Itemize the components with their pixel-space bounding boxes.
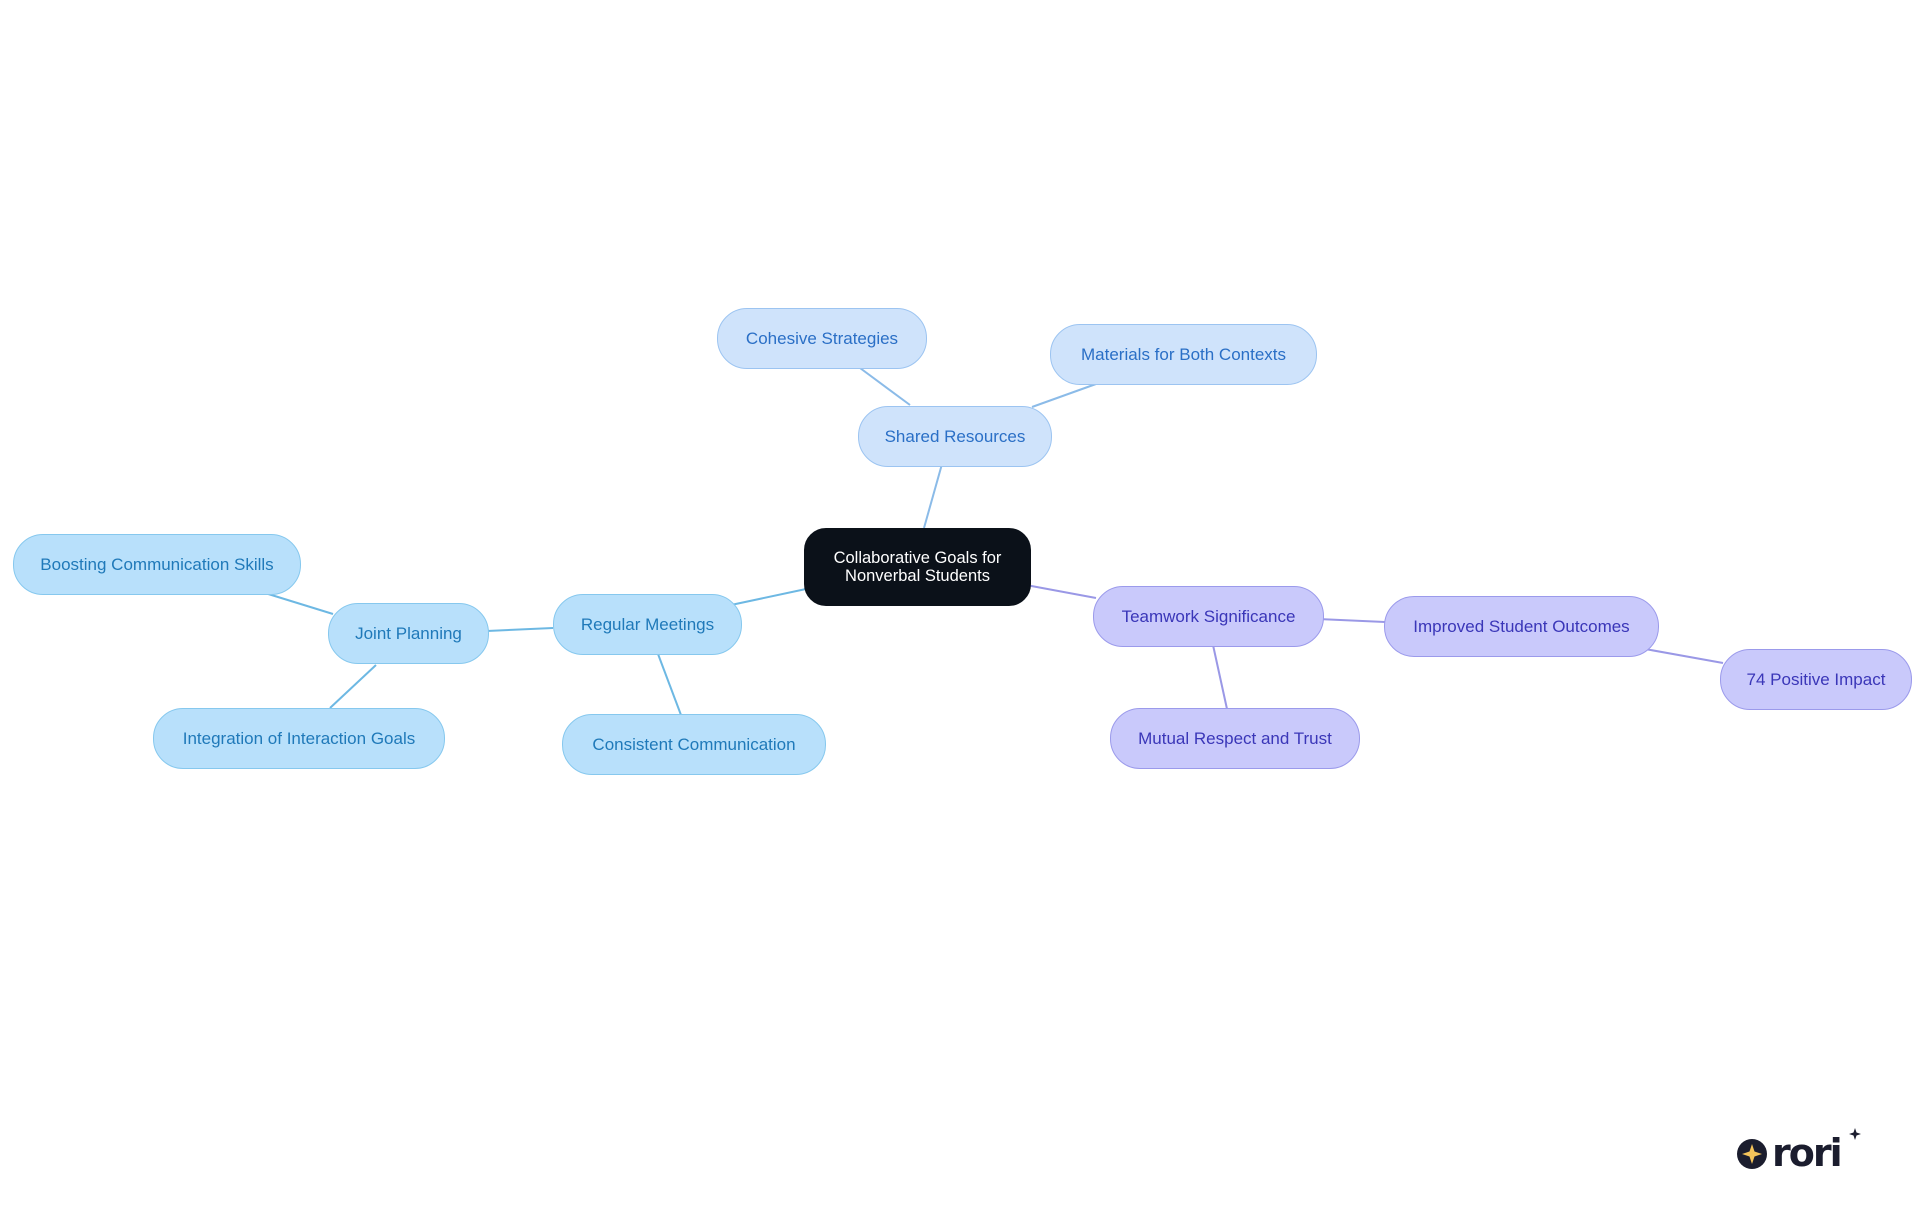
node-mutual-respect-label: Mutual Respect and Trust bbox=[1138, 728, 1332, 748]
node-consistent-communication-label: Consistent Communication bbox=[592, 734, 796, 754]
node-mutual-respect[interactable]: Mutual Respect and Trust bbox=[1110, 708, 1360, 769]
node-boosting-communication[interactable]: Boosting Communication Skills bbox=[13, 534, 301, 595]
node-teamwork-significance[interactable]: Teamwork Significance bbox=[1093, 586, 1324, 647]
node-materials-both-contexts[interactable]: Materials for Both Contexts bbox=[1050, 324, 1317, 385]
edge-shared-resources-materials bbox=[1031, 383, 1097, 408]
node-boosting-communication-label: Boosting Communication Skills bbox=[40, 554, 274, 574]
edge-joint-planning-boosting bbox=[264, 592, 334, 615]
root-node[interactable]: Collaborative Goals for Nonverbal Studen… bbox=[804, 528, 1031, 606]
edge-improved-outcomes-positive-impact bbox=[1644, 648, 1724, 664]
node-teamwork-significance-label: Teamwork Significance bbox=[1121, 606, 1296, 626]
node-cohesive-strategies-label: Cohesive Strategies bbox=[745, 328, 899, 348]
node-positive-impact-label: 74 Positive Impact bbox=[1746, 669, 1886, 689]
edge-root-shared-resources bbox=[923, 463, 943, 529]
node-shared-resources-label: Shared Resources bbox=[884, 426, 1026, 446]
edge-root-regular-meetings bbox=[730, 588, 807, 606]
rori-logo: rori bbox=[1736, 1128, 1861, 1175]
node-regular-meetings[interactable]: Regular Meetings bbox=[553, 594, 742, 655]
node-consistent-communication[interactable]: Consistent Communication bbox=[562, 714, 826, 775]
edge-regular-meetings-joint-planning bbox=[486, 627, 554, 632]
node-regular-meetings-label: Regular Meetings bbox=[580, 614, 715, 634]
node-improved-outcomes-label: Improved Student Outcomes bbox=[1413, 616, 1630, 636]
edge-shared-resources-cohesive-strategies bbox=[859, 367, 911, 406]
small-star-icon bbox=[1849, 1128, 1861, 1140]
edge-joint-planning-integration bbox=[329, 664, 377, 709]
edge-root-teamwork bbox=[1025, 584, 1097, 599]
node-integration-interaction[interactable]: Integration of Interaction Goals bbox=[153, 708, 445, 769]
edge-regular-meetings-consistent bbox=[657, 653, 682, 716]
node-joint-planning-label: Joint Planning bbox=[355, 623, 462, 643]
edge-teamwork-improved-outcomes bbox=[1317, 618, 1386, 623]
node-cohesive-strategies[interactable]: Cohesive Strategies bbox=[717, 308, 927, 369]
rori-logo-wordmark: rori bbox=[1772, 1131, 1841, 1170]
node-improved-outcomes[interactable]: Improved Student Outcomes bbox=[1384, 596, 1659, 657]
node-materials-both-contexts-label: Materials for Both Contexts bbox=[1080, 344, 1287, 364]
node-integration-interaction-label: Integration of Interaction Goals bbox=[182, 728, 416, 748]
node-joint-planning[interactable]: Joint Planning bbox=[328, 603, 489, 664]
node-positive-impact[interactable]: 74 Positive Impact bbox=[1720, 649, 1912, 710]
edge-teamwork-mutual-respect bbox=[1212, 644, 1228, 710]
sparkle-icon bbox=[1737, 1139, 1767, 1169]
node-shared-resources[interactable]: Shared Resources bbox=[858, 406, 1052, 467]
root-node-label: Collaborative Goals for Nonverbal Studen… bbox=[833, 549, 1002, 585]
